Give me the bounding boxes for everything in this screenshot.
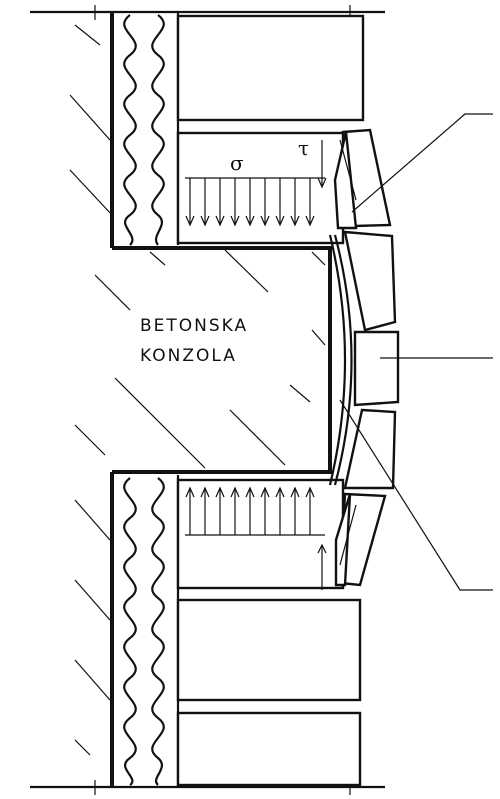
label-betonska: BETONSKA [140, 316, 248, 336]
shear-arrows [317, 140, 327, 590]
leader-lines [339, 113, 493, 591]
sigma-symbol: σ [230, 151, 244, 175]
bottom-compression-arrows [185, 486, 325, 536]
insulation-layer [123, 12, 180, 787]
stress-arrows [185, 140, 327, 590]
facing-cladding [328, 128, 400, 587]
tau-symbol: τ [298, 136, 309, 160]
top-compression-arrows [185, 177, 325, 227]
concrete-hatching [69, 24, 326, 756]
brick-wall [176, 14, 365, 787]
concrete-console [110, 12, 332, 787]
label-konzola: KONZOLA [140, 346, 237, 366]
